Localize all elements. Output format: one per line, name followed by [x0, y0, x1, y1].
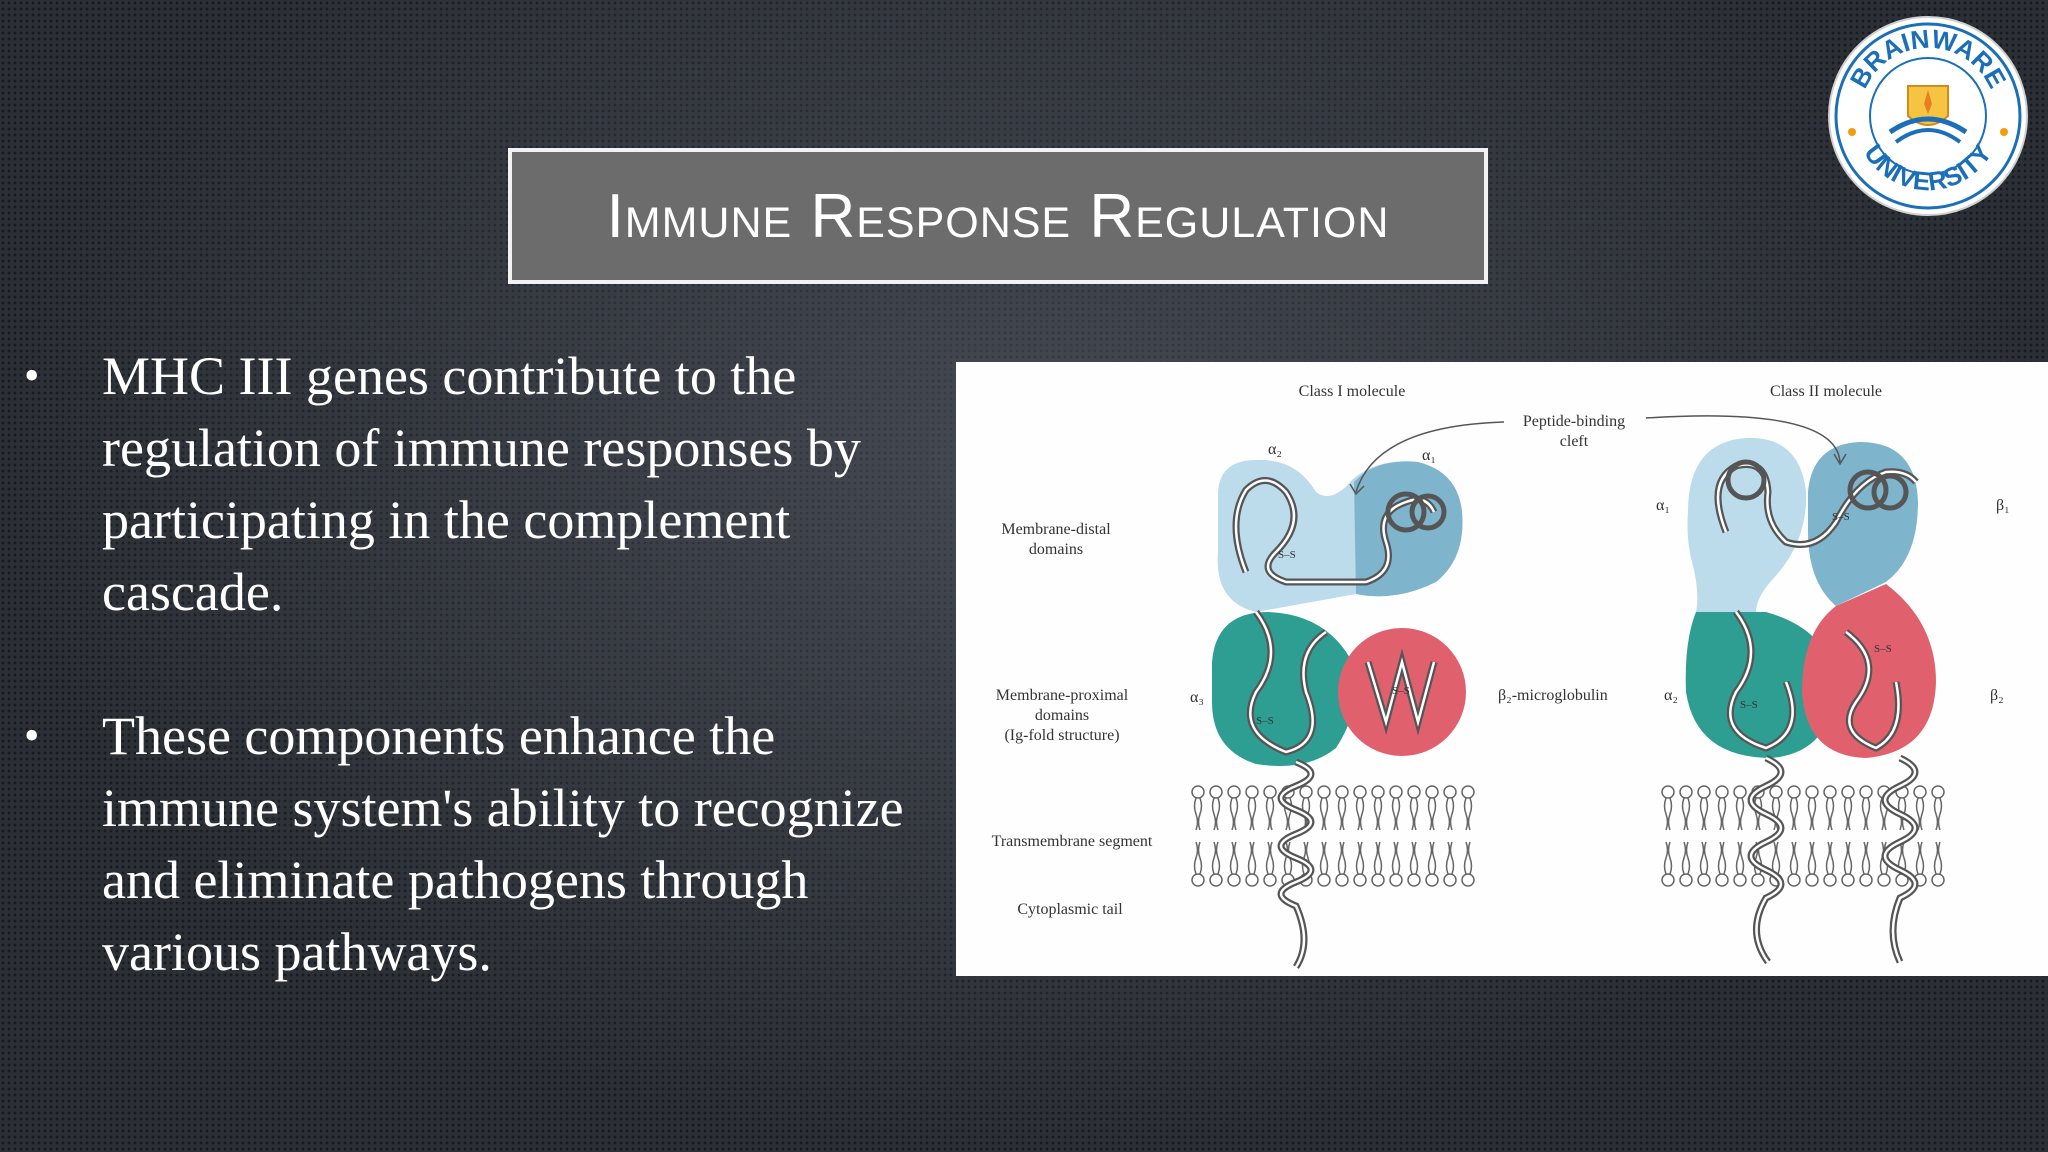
proximal-label-line1: Membrane-proximal: [996, 687, 1129, 704]
bullet-marker: •: [24, 711, 40, 760]
class1-alpha3-domain: [1212, 612, 1356, 766]
class1-molecule: [1212, 459, 1466, 969]
disulfide-label: S–S: [1278, 549, 1296, 561]
disulfide-label: S–S: [1832, 511, 1850, 523]
distal-label-line1: Membrane-distal: [1001, 521, 1111, 538]
proximal-label-line3: (Ig-fold structure): [1004, 727, 1119, 744]
cytoplasmic-label: Cytoplasmic tail: [1017, 901, 1123, 918]
proximal-label-line2: domains: [1035, 707, 1089, 724]
distal-label-line2: domains: [1029, 541, 1083, 558]
cleft-arrow-class1: [1355, 421, 1505, 493]
logo-seal-icon: BRAINWARE UNIVERSITY: [1828, 16, 2028, 216]
bullet-text-1: MHC III genes contribute to the regulati…: [102, 346, 861, 622]
disulfide-label: S–S: [1874, 643, 1892, 655]
mhc-diagram-figure: S–S S–S S–S S–S S–S S–S Class I molecule…: [956, 362, 2048, 976]
slide-title-box: Immune Response Regulation: [508, 148, 1488, 284]
class2-alpha2-label: α₂: [1664, 687, 1678, 704]
b2m-domain: [1338, 628, 1466, 756]
class2-alpha1-domain: [1687, 437, 1807, 612]
disulfide-label: S–S: [1392, 685, 1410, 697]
membrane-class1: [1191, 785, 1475, 887]
class2-alpha2-domain: [1685, 612, 1835, 758]
cleft-label-line1: Peptide-binding: [1523, 413, 1625, 430]
class1-alpha2-label: α₂: [1268, 441, 1282, 458]
cleft-arrow-class2: [1645, 415, 1841, 463]
disulfide-label: S–S: [1740, 699, 1758, 711]
bullet-item-1: • MHC III genes contribute to the regula…: [20, 340, 950, 628]
slide-title: Immune Response Regulation: [606, 181, 1390, 251]
class2-beta1-label: β₁: [1996, 497, 2010, 514]
bullet-item-2: • These components enhance the immune sy…: [20, 700, 950, 988]
class1-alpha3-label: α₃: [1190, 689, 1204, 706]
disulfide-label: S–S: [1256, 715, 1274, 727]
transmembrane-label: Transmembrane segment: [992, 833, 1153, 850]
brainware-university-logo: BRAINWARE UNIVERSITY: [1826, 14, 2030, 218]
cleft-label-line2: cleft: [1560, 433, 1589, 450]
mhc-molecules-diagram: S–S S–S S–S S–S S–S S–S Class I molecule…: [992, 383, 2010, 969]
class2-beta1-domain: [1808, 442, 1918, 606]
b2m-label: β₂-microglobulin: [1498, 687, 1608, 704]
bullet-list: • MHC III genes contribute to the regula…: [20, 340, 950, 1060]
bullet-marker: •: [24, 351, 40, 400]
bullet-text-2: These components enhance the immune syst…: [102, 706, 904, 982]
class2-title: Class II molecule: [1770, 383, 1882, 400]
class2-beta2-label: β₂: [1990, 687, 2004, 704]
class2-molecule: [1685, 437, 1936, 965]
class2-alpha1-label: α₁: [1656, 497, 1670, 514]
class1-title: Class I molecule: [1299, 383, 1406, 400]
class1-alpha1-label: α₁: [1422, 447, 1436, 464]
